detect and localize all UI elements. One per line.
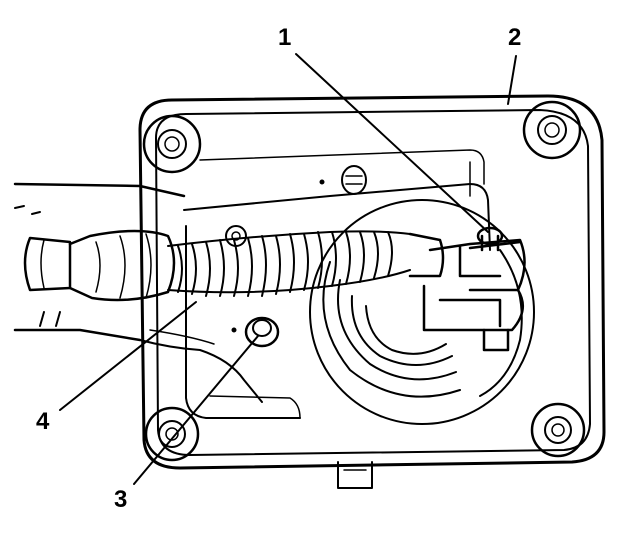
callout-4: 4 xyxy=(36,408,50,435)
corner-bolt-bottom-left xyxy=(144,406,200,462)
shift-cable-nut xyxy=(231,316,280,348)
callout-1: 1 xyxy=(278,24,292,51)
stud-upper xyxy=(319,165,367,195)
cable-end-fitting xyxy=(23,229,176,302)
corner-bolt-top-right xyxy=(522,100,582,160)
stud-left xyxy=(225,225,247,247)
corner-bolt-bottom-right xyxy=(530,402,586,458)
leader-lines xyxy=(59,53,517,485)
corner-bolt-top-left xyxy=(142,114,202,174)
callout-2: 2 xyxy=(508,24,522,51)
shift-lever-arm xyxy=(13,182,263,403)
cable-boot xyxy=(167,230,411,297)
cable-retaining-clip xyxy=(468,226,522,252)
cable-coil-housing xyxy=(309,199,535,425)
callout-3: 3 xyxy=(114,486,128,513)
cable-end-bracket xyxy=(408,232,526,352)
